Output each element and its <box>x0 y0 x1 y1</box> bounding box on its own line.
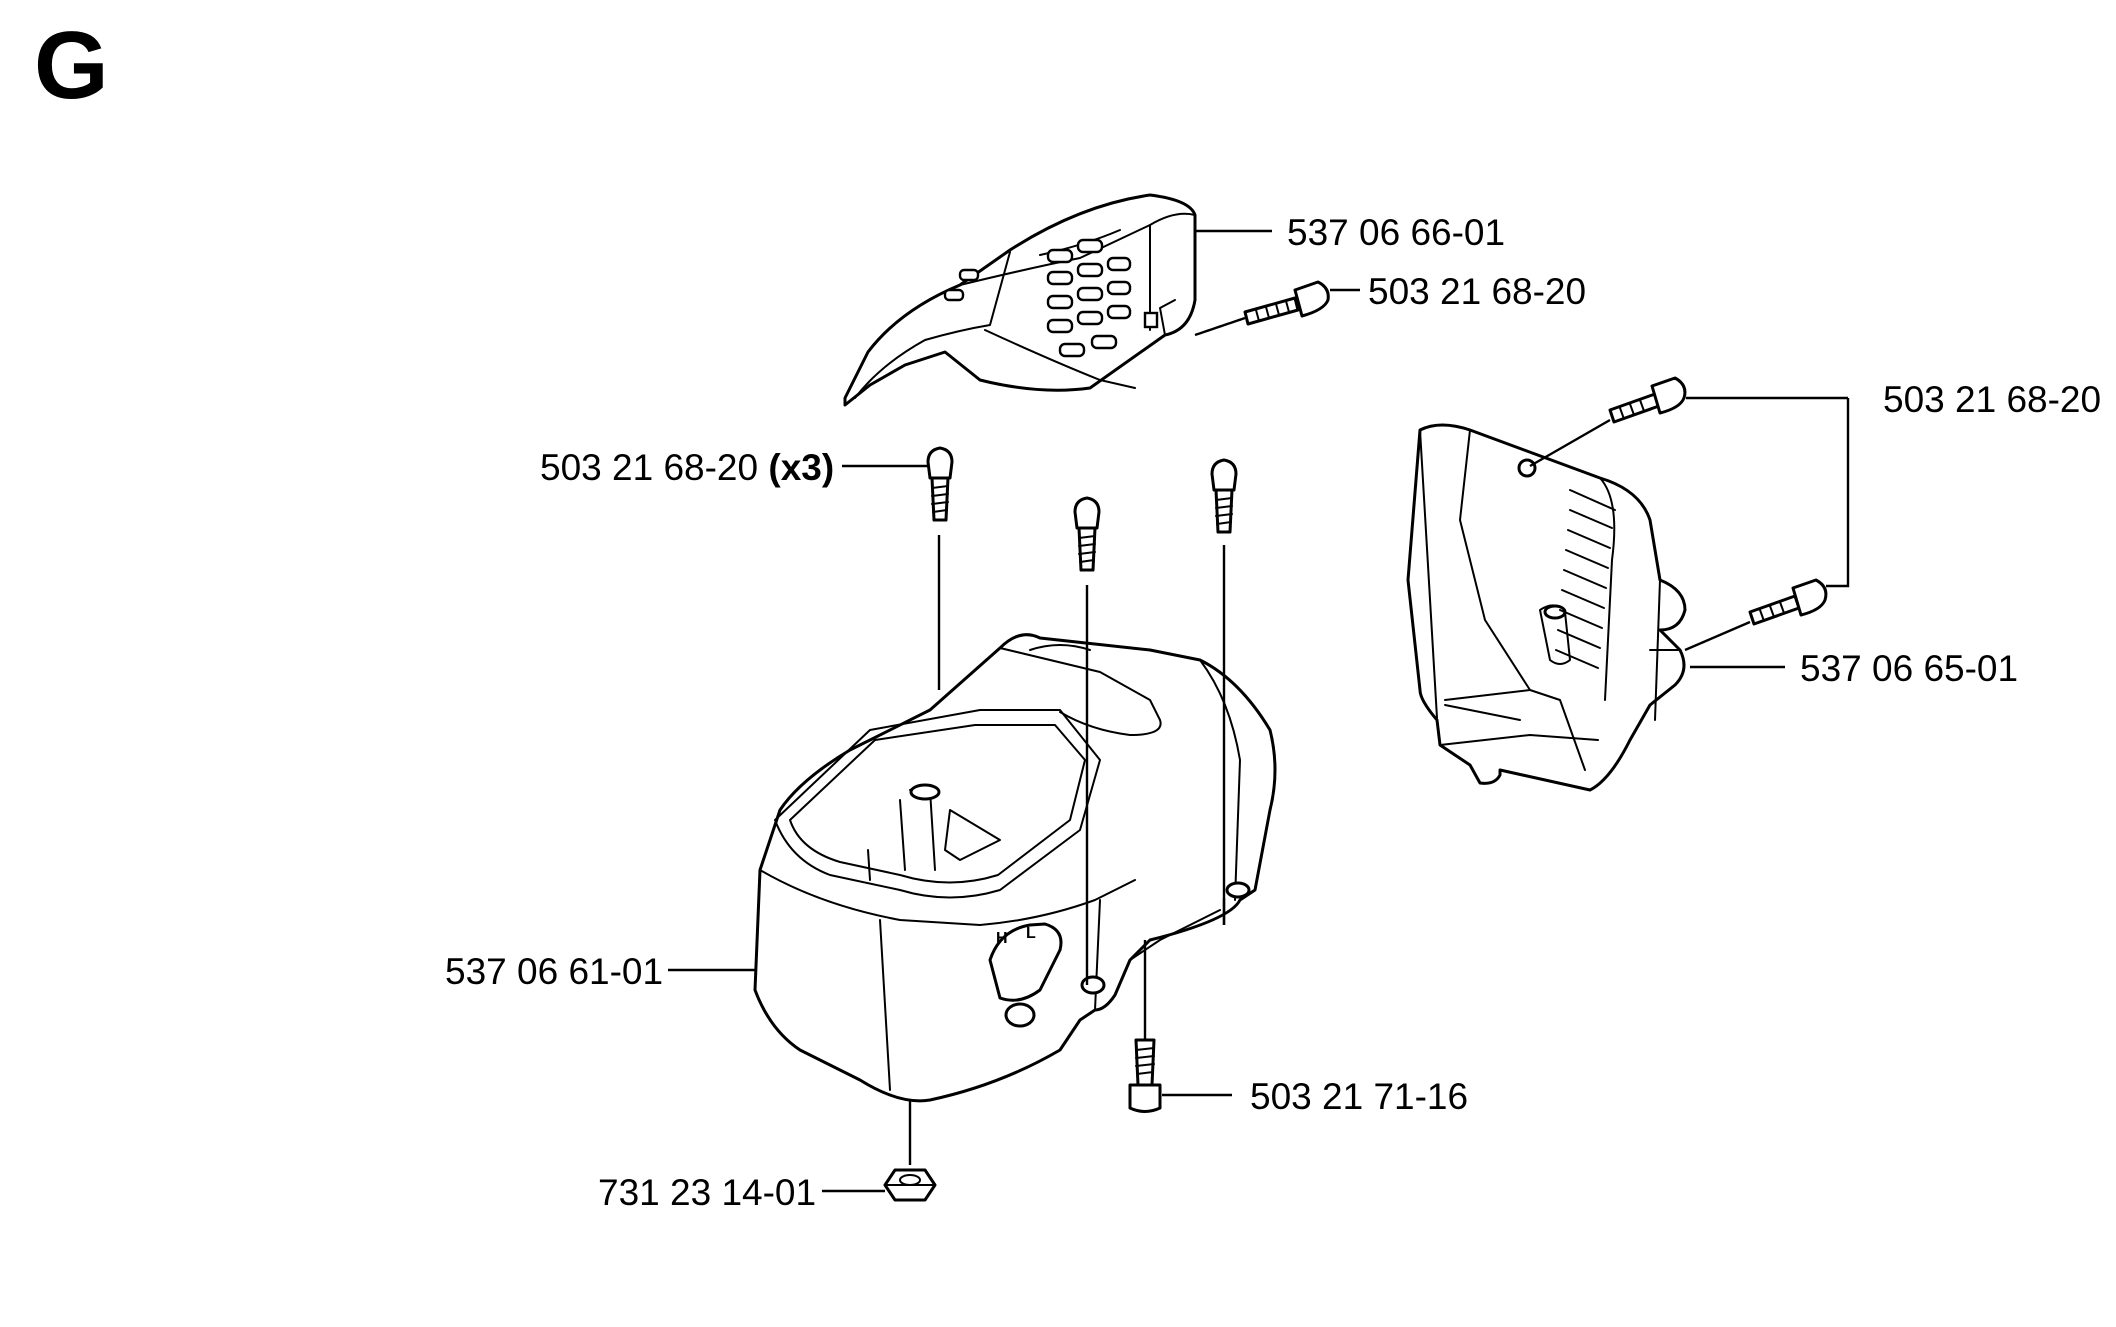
screw-center-left-part <box>926 446 954 690</box>
muffler-cover-part <box>1406 423 1687 792</box>
screw-center-middle-part <box>1073 496 1101 985</box>
cylinder-cover-part: H L <box>753 633 1277 1103</box>
leader-lines <box>668 229 1850 1193</box>
label-cover-top: 537 06 66-01 <box>1287 212 1506 253</box>
screw-top-part <box>1194 280 1330 337</box>
label-screw-top: 503 21 68-20 <box>1368 271 1587 312</box>
top-cover-part <box>843 193 1197 407</box>
label-screw-right: 503 21 68-20 <box>1883 379 2102 420</box>
marking-l: L <box>1026 925 1036 942</box>
label-screws-center-number: 503 21 68-20 <box>540 447 759 488</box>
screw-right-upper-part <box>1529 376 1687 468</box>
leader-screw-right-bracket <box>1826 398 1850 588</box>
label-cylinder-cover: 537 06 61-01 <box>445 951 664 992</box>
screw-bottom-part <box>1128 940 1162 1113</box>
nut-part <box>883 1100 937 1202</box>
marking-h: H <box>996 930 1008 947</box>
screw-center-right-part <box>1210 458 1238 925</box>
label-screws-center: 503 21 68-20 (x3) <box>540 449 834 486</box>
section-letter: G <box>34 12 109 119</box>
label-screws-center-qty: (x3) <box>768 447 835 488</box>
screw-right-lower-part <box>1684 578 1828 652</box>
label-nut: 731 23 14-01 <box>598 1172 817 1213</box>
label-screw-bottom: 503 21 71-16 <box>1250 1076 1469 1117</box>
label-muffler-cover: 537 06 65-01 <box>1800 648 2019 689</box>
